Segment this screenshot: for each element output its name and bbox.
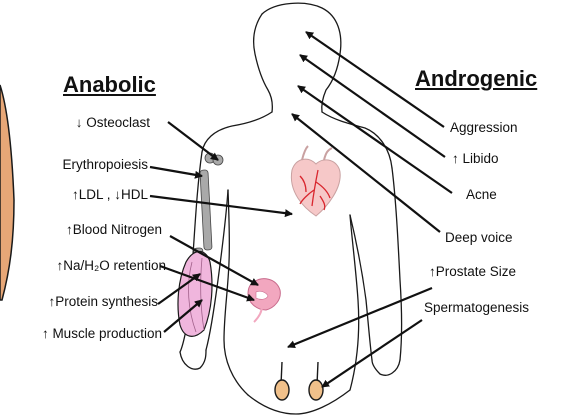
testes	[275, 362, 323, 400]
effect-muscle-production: ↑ Muscle production	[42, 326, 162, 342]
arrow-osteoclast	[168, 122, 218, 160]
effect-erythropoiesis: Erythropoiesis	[62, 157, 148, 173]
arrow-prostate	[288, 288, 432, 347]
arrow-ldl-hdl	[150, 196, 292, 214]
arrow-spermatogenesis	[322, 320, 422, 387]
effect-acne: Acne	[466, 187, 497, 203]
effect-ldl-hdl: ↑LDL , ↓HDL	[72, 187, 148, 203]
effect-osteoclast: ↓ Osteoclast	[76, 115, 150, 131]
effect-blood-nitrogen: ↑Blood Nitrogen	[66, 222, 162, 238]
left-edge-shape	[0, 85, 14, 300]
effect-spermatogenesis: Spermatogenesis	[424, 300, 529, 316]
heart	[291, 146, 340, 216]
anabolic-heading: Anabolic	[63, 72, 156, 98]
arm-muscle	[178, 252, 212, 337]
effect-protein-synthesis: ↑Protein synthesis	[48, 294, 158, 310]
effect-aggression: Aggression	[450, 120, 518, 136]
effect-na-h2o-retention: ↑Na/H₂O retention	[56, 258, 166, 274]
effect-deep-voice: Deep voice	[445, 230, 513, 246]
arrow-erythropoiesis	[150, 167, 202, 176]
effect-libido: ↑ Libido	[452, 151, 499, 167]
effect-prostate-size: ↑Prostate Size	[429, 264, 516, 280]
androgenic-heading: Androgenic	[415, 66, 537, 92]
body-outline	[180, 3, 402, 414]
